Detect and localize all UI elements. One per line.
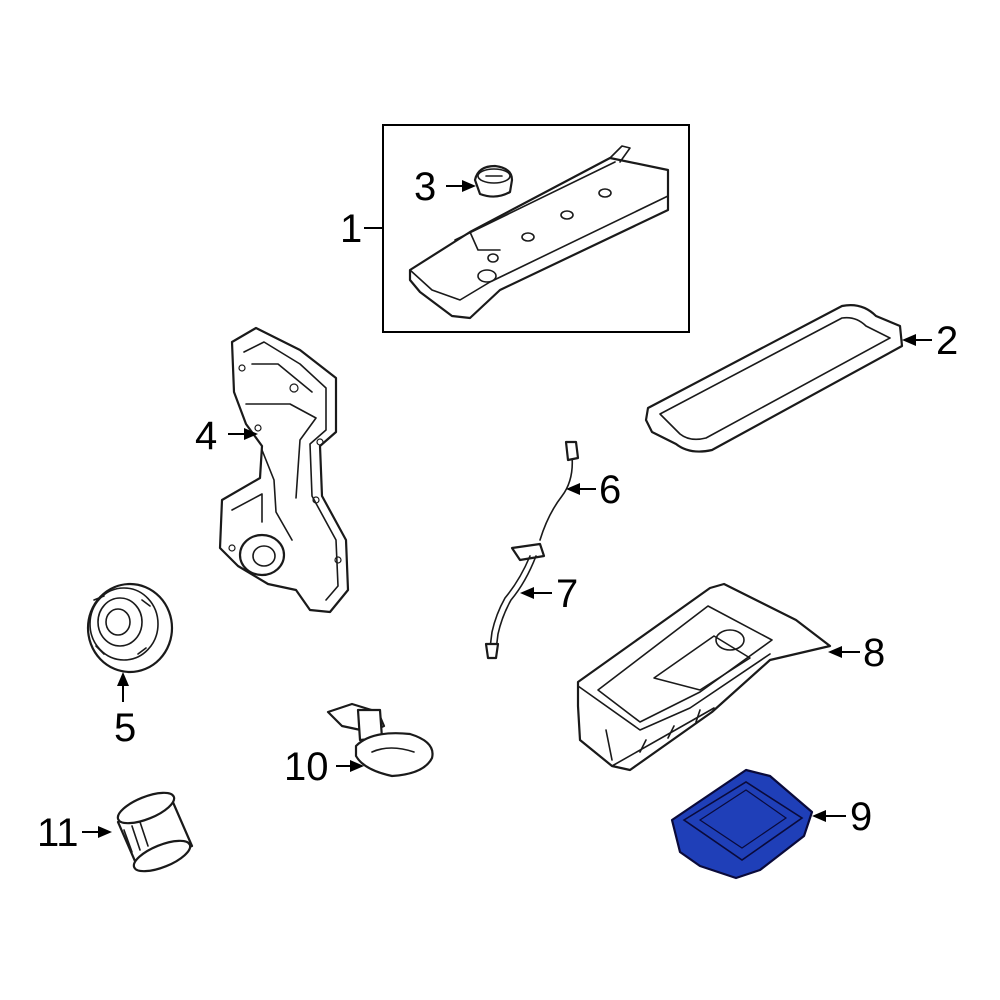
part-9-lower-oil-pan[interactable] (670, 768, 814, 880)
part-2-valve-cover-gasket[interactable] (644, 304, 904, 453)
callout-11[interactable]: 11 (37, 811, 79, 855)
part-7-dipstick-tube[interactable] (484, 542, 546, 660)
part-10-oil-pickup[interactable] (326, 702, 434, 778)
part-6-dipstick[interactable] (539, 440, 580, 541)
callout-4[interactable]: 4 (195, 414, 217, 458)
callout-labels: 1 2 3 4 5 6 7 8 9 10 11 (37, 165, 958, 855)
part-3-oil-cap[interactable] (473, 164, 514, 198)
callout-7[interactable]: 7 (556, 572, 578, 616)
part-11-oil-filter[interactable] (114, 787, 194, 878)
callout-1[interactable]: 1 (340, 207, 362, 251)
callout-6[interactable]: 6 (599, 468, 621, 512)
callout-5[interactable]: 5 (114, 706, 136, 750)
callout-9[interactable]: 9 (850, 795, 872, 839)
callout-8[interactable]: 8 (863, 631, 885, 675)
callout-leaders (82, 180, 932, 838)
callout-2[interactable]: 2 (936, 319, 958, 363)
part-8-upper-oil-pan[interactable] (576, 582, 832, 772)
callout-10[interactable]: 10 (284, 745, 329, 789)
part-1-valve-cover[interactable] (382, 124, 690, 333)
part-5-crank-pulley[interactable] (86, 582, 174, 674)
callout-3[interactable]: 3 (414, 165, 436, 209)
part-4-timing-cover[interactable] (218, 326, 350, 614)
